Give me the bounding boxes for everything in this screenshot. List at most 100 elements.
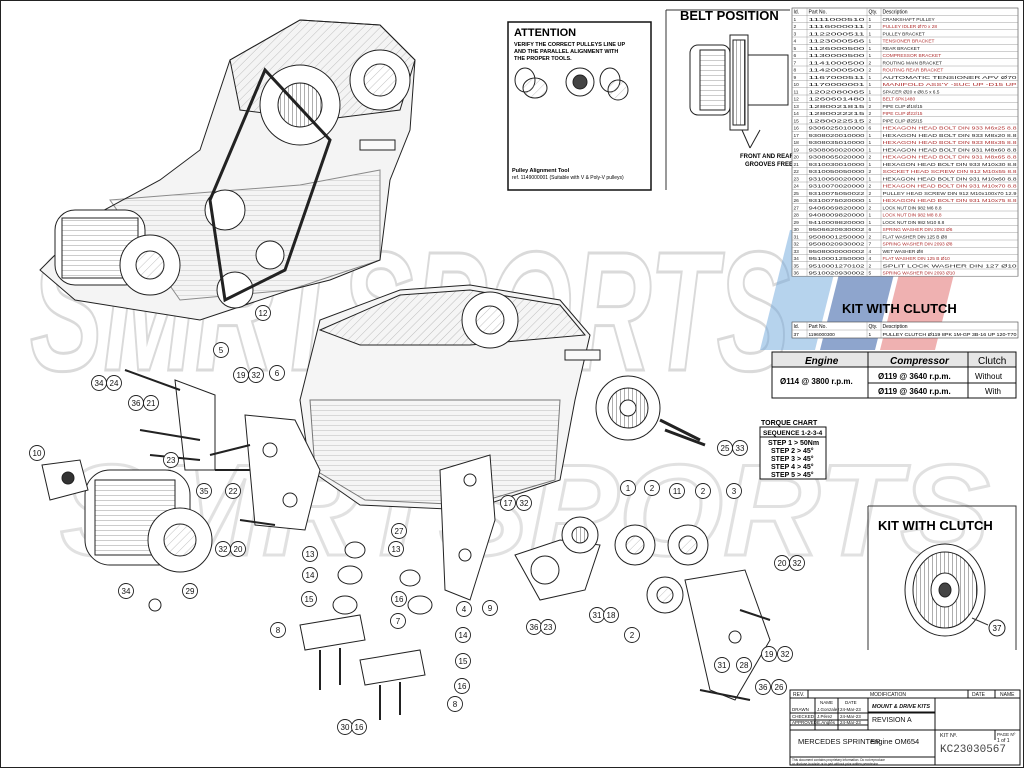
parts-table-cell: HEXAGON HEAD BOLT DIN 931 M8x65 8.8 [883, 155, 1017, 161]
callout-number: 32 [520, 499, 529, 508]
callout-number: 34 [122, 587, 131, 596]
parts-table-cell: 1 [794, 17, 797, 23]
parts-table-cell: 9 [794, 75, 797, 81]
callout-number: 36 [759, 683, 768, 692]
parts-table-cell: 1 [869, 17, 872, 23]
torque-chart-sequence: SEQUENCE 1-2-3-4 [763, 430, 823, 437]
parts-table-cell: 2 [869, 234, 872, 240]
callout-number: 13 [306, 550, 315, 559]
parts-table-cell: 9410009820000 [809, 220, 866, 226]
callout-balloon: 17 [500, 495, 516, 511]
parts-table-cell: LOCK NUT DIN 982 M8 8.8 [883, 213, 942, 219]
alignment-tool-name: Pulley Alignment Tool [512, 168, 570, 174]
tb-page-label: PAGE Nº [997, 732, 1016, 737]
parts-table-cell: 22 [794, 169, 800, 175]
callout-number: 11 [673, 487, 682, 496]
callout-balloon: 32 [777, 646, 793, 662]
parts-table-cell: 1142000500 [809, 68, 866, 74]
parts-table-cell: 9308035010000 [809, 140, 866, 146]
parts-table-cell: 28 [794, 213, 800, 219]
parts-table-cell: 1 [869, 89, 872, 95]
kit-table-header: Qty. [869, 324, 878, 330]
attention-line-3: THE PROPER TOOLS. [514, 56, 572, 62]
parts-table-cell: 1280021815 [809, 104, 866, 110]
parts-table-cell: 30 [794, 227, 800, 233]
torque-step-3: STEP 3 > 45° [771, 455, 814, 463]
parts-table-cell: 1 [869, 198, 872, 204]
callout-balloon: 36 [128, 395, 144, 411]
callout-number: 16 [395, 595, 404, 604]
callout-balloon: 16 [391, 591, 407, 607]
parts-table-cell: 9310075050022 [809, 191, 866, 197]
belt-position-note-1: FRONT AND REAR [740, 154, 794, 160]
parts-table-cell: 14 [794, 111, 800, 117]
parts-table-cell: BELT 6PK1480 [883, 97, 916, 103]
callout-number: 29 [186, 587, 195, 596]
parts-table-cell: 1202080065 [809, 89, 866, 95]
callout-balloon: 18 [603, 607, 619, 623]
torque-step-1: STEP 1 > 50Nm [768, 440, 819, 447]
parts-table-cell: 1 [869, 147, 872, 153]
callout-number: 3 [732, 487, 737, 496]
tb-disclaimer-2: or disclose in whole or in part without … [792, 762, 879, 766]
parts-table-cell: 9408009820000 [809, 213, 866, 219]
callout-balloon: 14 [455, 627, 471, 643]
tb-checked-date: 24-Mar-23 [840, 714, 861, 719]
callout-balloon: 6 [269, 365, 285, 381]
alignment-tool-illustration [514, 67, 629, 101]
callout-balloon: 1 [620, 480, 636, 496]
pulley-engine-value: Ø114 @ 3800 r.p.m. [780, 377, 853, 386]
parts-table-cell: 25 [794, 191, 800, 197]
callout-balloon: 19 [233, 367, 249, 383]
parts-table-cell: PIPE CLIP Ø22/15 [883, 111, 923, 117]
tb-modification-label: MODIFICATION [870, 692, 906, 698]
parts-table-cell: SPACER Ø20 x Ø8.5 x 6.5 [883, 89, 940, 95]
callout-balloon: 27 [391, 523, 407, 539]
kit-box-callout-37: 37 [993, 624, 1002, 633]
parts-table-cell: 2 [869, 118, 872, 124]
title-block-text: REV. MODIFICATION DATE NAME MOUNT & DRIV… [792, 692, 1016, 766]
parts-table-cell: 5 [869, 271, 872, 277]
callout-balloon: 26 [771, 679, 787, 695]
parts-table-cell: 6 [794, 53, 797, 59]
kit-table-cell: 1 [869, 332, 872, 338]
parts-table-cell: 1 [869, 75, 872, 81]
callout-balloon: 24 [106, 375, 122, 391]
parts-table-cell: 1122000511 [809, 31, 866, 37]
pulley-row-2-clutch: With [985, 387, 1001, 396]
parts-table-cell: 1 [869, 162, 872, 168]
parts-table-header: Qty. [869, 10, 878, 16]
parts-table-cell: SPRING WASHER DIN 2093 Ø10 [883, 271, 956, 277]
parts-table-cell: 16 [794, 126, 800, 132]
tb-checked-label: CHECKED [792, 714, 815, 719]
kit-with-clutch-box-title: KIT WITH CLUTCH [878, 518, 993, 533]
callout-number: 15 [459, 657, 468, 666]
parts-table-cell: 1141000500 [809, 60, 866, 66]
callout-number: 18 [607, 611, 616, 620]
callout-number: 21 [147, 399, 156, 408]
parts-table-cell: 20 [794, 155, 800, 161]
tb-approved-label: APPROVED [792, 720, 818, 725]
parts-table-cell: PULLEY BRACKET [883, 31, 925, 37]
pulley-ratio-table: Engine Compressor Clutch Ø114 @ 3800 r.p… [771, 351, 1017, 399]
pulley-header-engine: Engine [805, 356, 839, 367]
parts-table-cell: PULLEY HEAD SCREW DIN 912 M10x100x70 12.… [883, 191, 1017, 197]
parts-table-cell: 31 [794, 234, 800, 240]
callout-balloon: 2 [644, 480, 660, 496]
kit-table-header: Part No. [809, 324, 827, 330]
alignment-tool-ref: ref. 1149000001 (Suitable with V & Poly-… [512, 175, 624, 181]
parts-table-cell: SPRING WASHER DIN 2093 Ø8 [883, 242, 953, 248]
parts-table-cell: MANIFOLD ASS'Y -SUC UP -D15 UP [883, 82, 1017, 88]
callout-number: 10 [33, 449, 42, 458]
callout-number: 2 [630, 631, 635, 640]
callout-number: 23 [544, 623, 553, 632]
parts-table-header: Part No. [809, 10, 827, 16]
callout-balloon: 36 [526, 619, 542, 635]
parts-table-cell: 34 [794, 256, 800, 262]
parts-table-cell: 2 [869, 24, 872, 30]
callout-balloon: 28 [736, 657, 752, 673]
parts-table-cell: PIPE CLIP Ø18/15 [883, 104, 923, 110]
callout-balloon: 13 [302, 546, 318, 562]
